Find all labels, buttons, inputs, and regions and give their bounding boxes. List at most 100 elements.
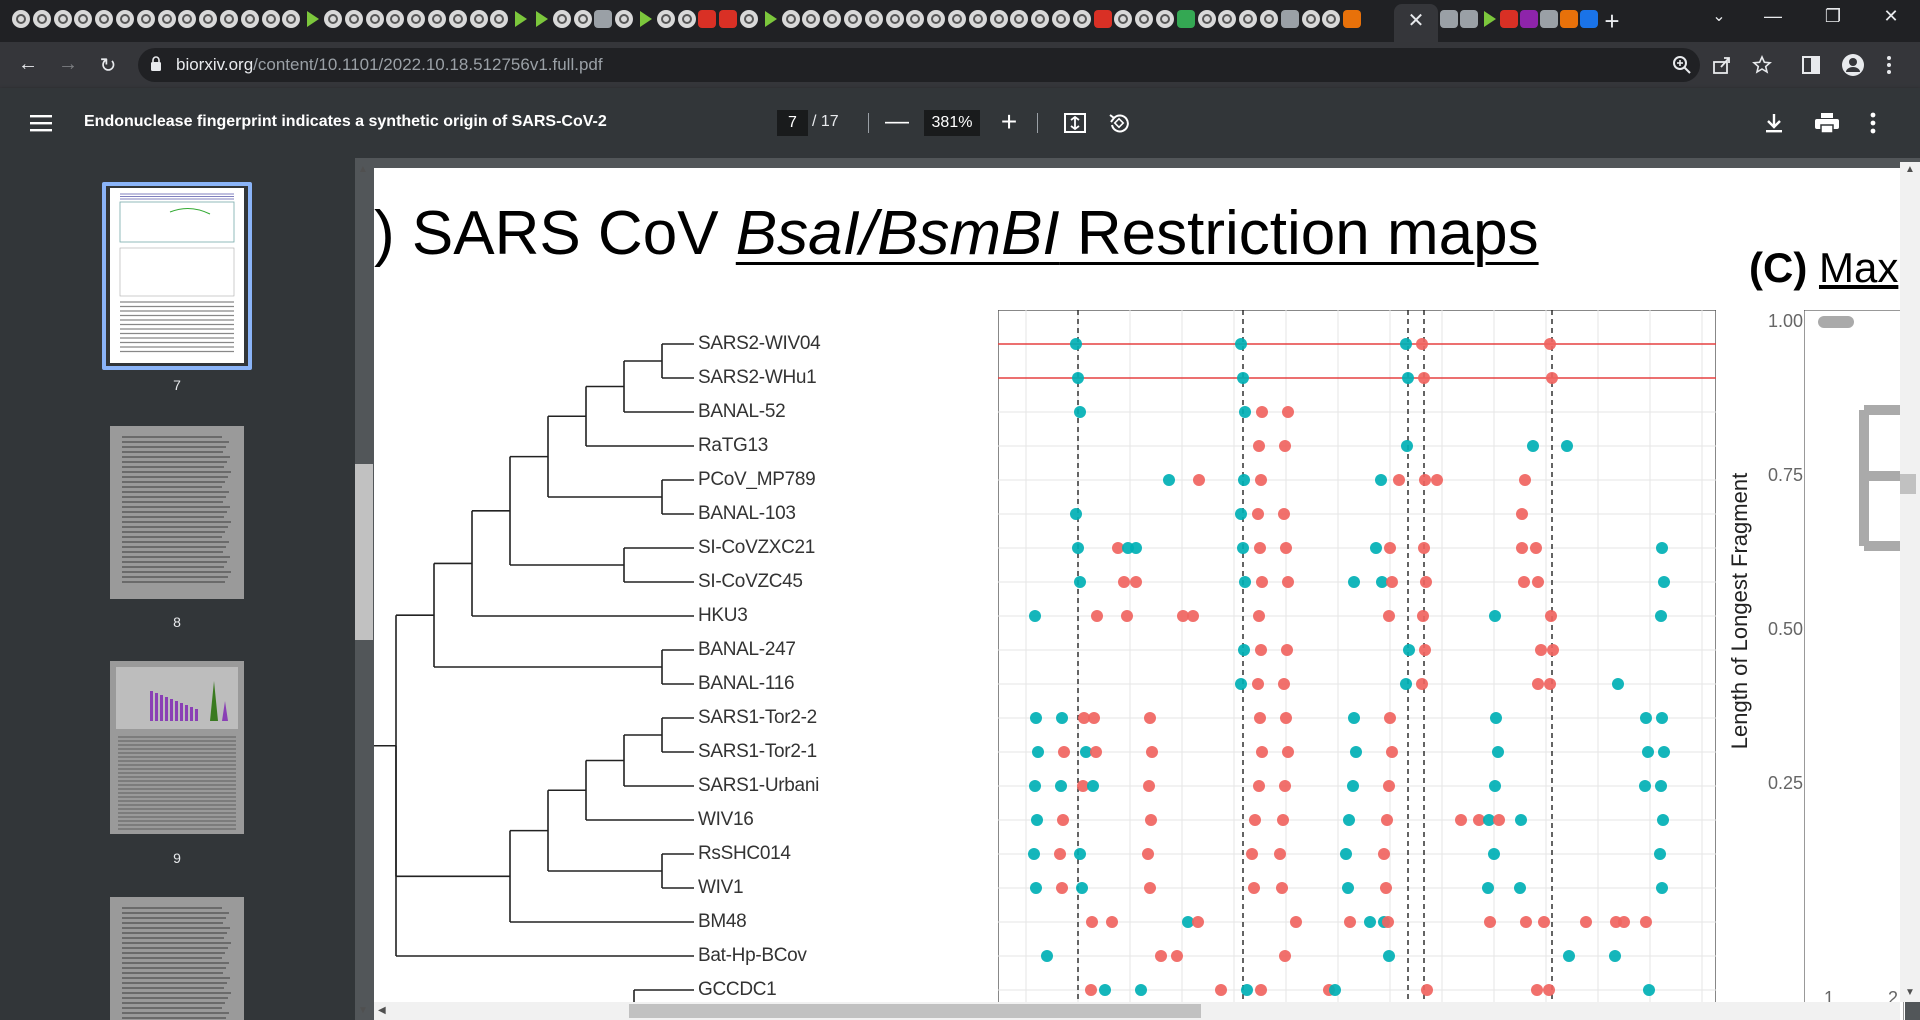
tab-favicon[interactable] — [1114, 10, 1133, 28]
zoom-icon[interactable] — [1672, 55, 1692, 75]
tab-favicon[interactable] — [802, 10, 821, 28]
vertical-scrollbar-thumb[interactable] — [1900, 474, 1916, 494]
tab-favicon[interactable] — [1280, 10, 1299, 28]
tab-favicon[interactable] — [1500, 10, 1518, 28]
share-icon[interactable] — [1712, 55, 1732, 75]
horizontal-scrollbar-thumb[interactable] — [629, 1004, 1201, 1018]
tab-favicon[interactable] — [1156, 10, 1174, 28]
tab-favicon[interactable] — [74, 10, 93, 28]
tab-favicon[interactable] — [324, 10, 342, 28]
tab-favicon[interactable] — [261, 10, 280, 28]
tab-favicon[interactable] — [365, 10, 384, 28]
tab-favicon[interactable] — [1580, 10, 1598, 28]
tab-favicon[interactable] — [116, 10, 134, 28]
tab-favicon[interactable] — [1052, 10, 1070, 28]
tab-favicon[interactable] — [1560, 10, 1578, 28]
reload-icon[interactable]: ↻ — [99, 55, 117, 77]
restore-button[interactable]: ❐ — [1824, 6, 1842, 26]
tab-favicon[interactable] — [157, 10, 176, 28]
tab-favicon[interactable] — [594, 10, 613, 28]
back-icon[interactable]: ← — [18, 53, 38, 75]
profile-icon[interactable] — [1842, 54, 1864, 76]
tab-favicon[interactable] — [781, 10, 800, 28]
pdf-more-options-icon[interactable] — [1870, 112, 1876, 134]
tab-favicon[interactable] — [615, 10, 634, 28]
tab-favicon[interactable] — [552, 10, 571, 28]
forward-icon[interactable]: → — [58, 53, 78, 75]
tab-favicon[interactable] — [1197, 10, 1216, 28]
rotate-icon[interactable] — [1108, 112, 1130, 134]
tab-favicon[interactable] — [469, 10, 488, 28]
tab-search-chevron-icon[interactable]: ⌄ — [1712, 8, 1726, 25]
tab-favicon[interactable] — [303, 10, 321, 28]
page-number-input[interactable]: 7 — [777, 110, 808, 136]
tab-favicon[interactable] — [199, 10, 218, 28]
tab-favicon[interactable] — [1440, 10, 1458, 28]
tab-favicon[interactable] — [1520, 10, 1538, 28]
tab-favicon[interactable] — [178, 10, 197, 28]
new-tab-button[interactable]: + — [1604, 6, 1620, 36]
tab-favicon[interactable] — [1260, 10, 1278, 28]
tab-favicon[interactable] — [1010, 10, 1029, 28]
tab-favicon[interactable] — [968, 10, 987, 28]
tab-favicon[interactable] — [407, 10, 426, 28]
tab-favicon[interactable] — [864, 10, 883, 28]
tab-favicon[interactable] — [95, 10, 114, 28]
tab-favicon[interactable] — [532, 10, 550, 28]
address-bar[interactable] — [138, 48, 1700, 82]
tab-favicon[interactable] — [1322, 10, 1341, 28]
tab-favicon[interactable] — [511, 10, 529, 28]
sidebar-scrollbar-thumb[interactable] — [355, 464, 373, 640]
page-thumbnail-8[interactable] — [110, 426, 244, 599]
tab-favicon[interactable] — [1301, 10, 1320, 28]
tab-favicon[interactable] — [844, 10, 862, 28]
zoom-out-button[interactable]: — — [885, 108, 909, 135]
zoom-level-input[interactable]: 381% — [924, 110, 980, 136]
active-tab[interactable] — [1394, 4, 1438, 42]
page-thumbnail-9[interactable] — [110, 661, 244, 834]
tab-favicon[interactable] — [136, 10, 155, 28]
tab-favicon[interactable] — [948, 10, 966, 28]
url-text[interactable]: biorxiv.org/content/10.1101/2022.10.18.5… — [176, 55, 603, 75]
sidebar-scroll-down-icon[interactable]: ▼ — [358, 1005, 368, 1016]
tab-favicon[interactable] — [220, 10, 238, 28]
minimize-button[interactable]: — — [1764, 6, 1782, 26]
tab-favicon[interactable] — [448, 10, 467, 28]
sidebar-scroll-up-icon[interactable]: ▲ — [358, 164, 368, 175]
tab-favicon[interactable] — [698, 10, 717, 28]
tab-favicon[interactable] — [989, 10, 1008, 28]
tab-favicon[interactable] — [490, 10, 509, 28]
tab-favicon[interactable] — [1460, 10, 1478, 28]
fit-to-page-icon[interactable] — [1064, 113, 1086, 133]
tab-favicon[interactable] — [823, 10, 842, 28]
tab-favicon[interactable] — [282, 10, 301, 28]
tab-favicon[interactable] — [32, 10, 51, 28]
tab-favicon[interactable] — [885, 10, 904, 28]
vertical-scrollbar[interactable]: ▲ ▼ — [1900, 162, 1920, 1002]
tab-favicon[interactable] — [12, 10, 30, 28]
tab-favicon[interactable] — [740, 10, 758, 28]
tab-favicon[interactable] — [677, 10, 696, 28]
tab-favicon[interactable] — [1176, 10, 1195, 28]
tab-favicon[interactable] — [1239, 10, 1258, 28]
scroll-up-icon[interactable]: ▲ — [1905, 164, 1915, 175]
tab-favicon[interactable] — [656, 10, 675, 28]
tab-favicon[interactable] — [344, 10, 363, 28]
tab-favicon[interactable] — [240, 10, 259, 28]
tab-favicon[interactable] — [1135, 10, 1154, 28]
tab-favicon[interactable] — [1072, 10, 1091, 28]
tab-favicon[interactable] — [428, 10, 446, 28]
tab-favicon[interactable] — [1343, 10, 1362, 28]
pdf-viewport[interactable]: ) SARS CoV BsaI/BsmBI Restriction maps (… — [355, 158, 1920, 1020]
lock-icon[interactable] — [150, 56, 162, 72]
print-icon[interactable] — [1815, 113, 1839, 133]
scroll-left-icon[interactable]: ◀ — [378, 1005, 386, 1016]
page-thumbnail-10[interactable] — [110, 897, 244, 1020]
tab-favicon[interactable] — [1540, 10, 1558, 28]
tab-favicon[interactable] — [53, 10, 72, 28]
tab-favicon[interactable] — [927, 10, 946, 28]
tab-favicon[interactable] — [636, 10, 654, 28]
hamburger-menu-icon[interactable] — [30, 114, 52, 132]
browser-menu-icon[interactable] — [1886, 55, 1892, 75]
zoom-in-button[interactable]: + — [1000, 106, 1018, 137]
